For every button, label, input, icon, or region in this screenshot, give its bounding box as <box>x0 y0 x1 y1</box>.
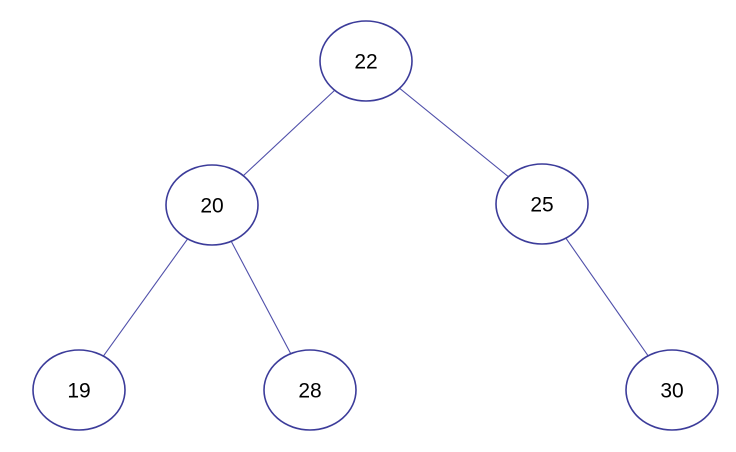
edges-layer <box>78 60 673 391</box>
tree-node-30: 30 <box>625 349 719 431</box>
tree-node-label-30: 30 <box>660 380 683 403</box>
tree-node-label-28: 28 <box>298 380 321 403</box>
tree-node-28: 28 <box>263 349 357 431</box>
tree-node-label-19: 19 <box>67 380 90 403</box>
tree-node-20: 20 <box>165 164 259 246</box>
nodes-layer: 22 20 25 19 28 30 <box>32 20 719 431</box>
tree-node-label-20: 20 <box>200 195 223 218</box>
tree-node-circle-30 <box>625 349 719 431</box>
tree-node-22: 22 <box>319 20 413 102</box>
tree-node-label-22: 22 <box>354 51 377 74</box>
tree-node-circle-28 <box>263 349 357 431</box>
tree-node-circle-25 <box>495 163 589 245</box>
tree-node-circle-22 <box>319 20 413 102</box>
tree-node-19: 19 <box>32 349 126 431</box>
tree-node-label-25: 25 <box>530 194 553 217</box>
tree-node-circle-19 <box>32 349 126 431</box>
tree-node-25: 25 <box>495 163 589 245</box>
tree-node-circle-20 <box>165 164 259 246</box>
